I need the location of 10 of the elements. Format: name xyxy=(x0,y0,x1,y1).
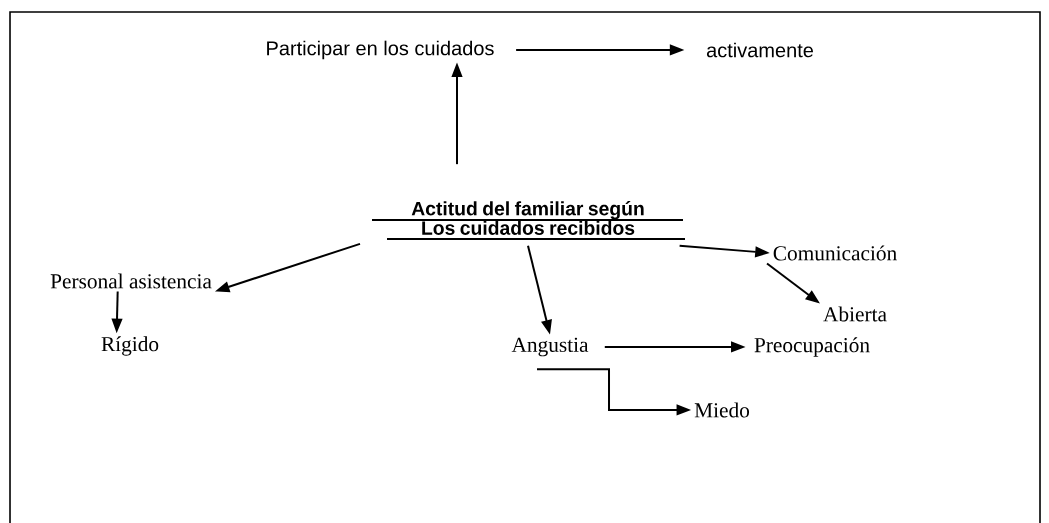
text-label: Personal asistencia xyxy=(50,273,212,289)
text-label: Angustia xyxy=(511,337,589,357)
heading-text: Actitud del familiar según Los cuidados recibidos xyxy=(372,201,685,241)
text-label: Preocupación xyxy=(754,337,870,357)
text-label: Comunicación xyxy=(773,245,897,261)
text-label: Participar en los cuidados xyxy=(267,40,494,60)
text-label: Abierta xyxy=(823,306,887,322)
text-label: Rígido xyxy=(101,336,159,356)
text-label: Miedo xyxy=(694,402,750,418)
text-label: activamente xyxy=(706,42,813,58)
